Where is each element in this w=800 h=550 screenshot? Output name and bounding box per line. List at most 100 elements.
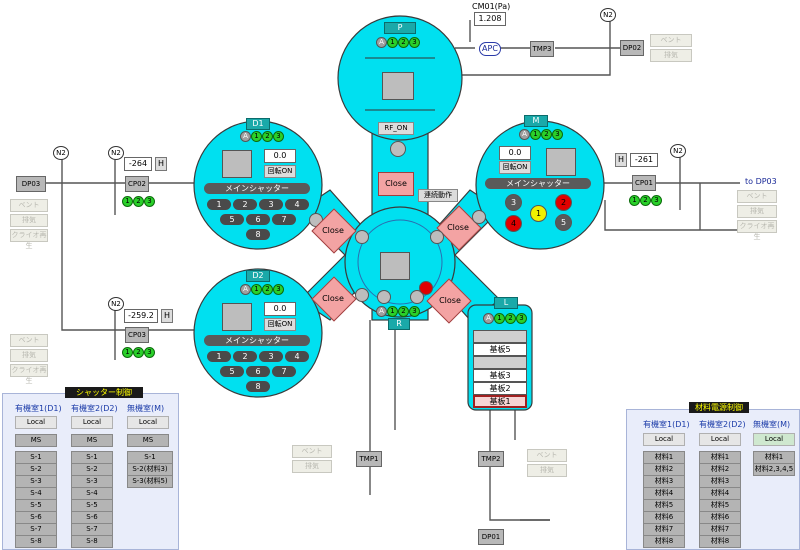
shutter-d2-s7[interactable]: S-7 bbox=[71, 523, 113, 536]
exhaust-button-p[interactable]: 排気 bbox=[650, 49, 692, 62]
indicator-3: 3 bbox=[409, 306, 420, 317]
tc-port-3 bbox=[355, 288, 369, 302]
shutter-d2-s1[interactable]: S-1 bbox=[71, 451, 113, 464]
load-slot-2[interactable]: 基板2 bbox=[473, 382, 527, 395]
m-main-shutter[interactable]: メインシャッター bbox=[485, 178, 591, 189]
power-d2-m8[interactable]: 材料8 bbox=[699, 535, 741, 548]
a-indicator: A bbox=[376, 37, 387, 48]
continuous-operation-button[interactable]: 連続動作 bbox=[418, 189, 458, 202]
d1-slot-6[interactable]: 6 bbox=[246, 214, 270, 225]
exhaust-button-m[interactable]: 排気 bbox=[737, 205, 777, 218]
power-d2-m7[interactable]: 材料7 bbox=[699, 523, 741, 536]
d2-slot-2[interactable]: 2 bbox=[233, 351, 257, 362]
power-local-m[interactable]: Local bbox=[753, 433, 795, 446]
shutter-col-d2: 有機室2(D2) bbox=[71, 404, 118, 413]
tc-port-4 bbox=[410, 290, 424, 304]
m-rate-value: 0.0 bbox=[499, 146, 531, 160]
cp01-temp: -261 bbox=[630, 153, 658, 167]
dp02-pump[interactable]: DP02 bbox=[620, 40, 644, 56]
vent-button-m[interactable]: ベント bbox=[737, 190, 777, 203]
load-slot-6[interactable] bbox=[473, 330, 527, 343]
vent-button-d1[interactable]: ベント bbox=[10, 199, 48, 212]
power-local-d1[interactable]: Local bbox=[643, 433, 685, 446]
d2-slot-7[interactable]: 7 bbox=[272, 366, 296, 377]
shutter-d1-s8[interactable]: S-8 bbox=[15, 535, 57, 548]
indicator-1: 1 bbox=[387, 37, 398, 48]
rf-on-button[interactable]: RF_ON bbox=[378, 122, 414, 135]
d1-rotation-button[interactable]: 回転ON bbox=[264, 165, 296, 178]
p-valve[interactable] bbox=[390, 141, 406, 157]
cp03-pump[interactable]: CP03 bbox=[125, 327, 149, 343]
vent-button-d2[interactable]: ベント bbox=[10, 334, 48, 347]
cryo-regen-button-d2[interactable]: クライオ再生 bbox=[10, 364, 48, 385]
shutter-ms-d1[interactable]: MS bbox=[15, 434, 57, 447]
load-slot-4[interactable] bbox=[473, 356, 527, 369]
close-label-d2: Close bbox=[322, 294, 344, 303]
m-source-5[interactable]: 5 bbox=[555, 214, 572, 231]
d1-slot-1[interactable]: 1 bbox=[207, 199, 231, 210]
vent-button-l[interactable]: ベント bbox=[527, 449, 567, 462]
power-d1-m8[interactable]: 材料8 bbox=[643, 535, 685, 548]
m-rotation-button[interactable]: 回転ON bbox=[499, 161, 531, 174]
power-m-m2345[interactable]: 材料2,3,4,5 bbox=[753, 463, 795, 476]
apc-valve[interactable]: APC bbox=[479, 42, 501, 56]
d2-slot-3[interactable]: 3 bbox=[259, 351, 283, 362]
d1-slot-4[interactable]: 4 bbox=[285, 199, 309, 210]
d1-slot-2[interactable]: 2 bbox=[233, 199, 257, 210]
shutter-m-s1[interactable]: S-1 bbox=[127, 451, 173, 464]
cp02-pump[interactable]: CP02 bbox=[125, 176, 149, 192]
exhaust-button-d2[interactable]: 排気 bbox=[10, 349, 48, 362]
shutter-col-d1: 有機室1(D1) bbox=[15, 404, 62, 413]
exhaust-button-d1[interactable]: 排気 bbox=[10, 214, 48, 227]
load-slot-5[interactable]: 基板5 bbox=[473, 343, 527, 356]
d1-slot-5[interactable]: 5 bbox=[220, 214, 244, 225]
power-col-d1: 有機室1(D1) bbox=[643, 420, 690, 429]
exhaust-button-l[interactable]: 排気 bbox=[527, 464, 567, 477]
cp02-indicator-2: 2 bbox=[133, 196, 144, 207]
tmp3-pump[interactable]: TMP3 bbox=[530, 41, 554, 57]
tc-port-5 bbox=[377, 290, 391, 304]
d1-substrate bbox=[222, 150, 252, 178]
d2-slot-5[interactable]: 5 bbox=[220, 366, 244, 377]
d2-slot-6[interactable]: 6 bbox=[246, 366, 270, 377]
vent-button-r[interactable]: ベント bbox=[292, 445, 332, 458]
load-slot-3[interactable]: 基板3 bbox=[473, 369, 527, 382]
dp03-pump[interactable]: DP03 bbox=[16, 176, 46, 192]
power-panel-title: 材料電源制御 bbox=[689, 402, 749, 413]
d2-slot-1[interactable]: 1 bbox=[207, 351, 231, 362]
exhaust-button-r[interactable]: 排気 bbox=[292, 460, 332, 473]
indicator-1: 1 bbox=[387, 306, 398, 317]
d2-rotation-button[interactable]: 回転ON bbox=[264, 318, 296, 331]
shutter-ms-m[interactable]: MS bbox=[127, 434, 169, 447]
shutter-local-m[interactable]: Local bbox=[127, 416, 169, 429]
m-source-2[interactable]: 2 bbox=[555, 194, 572, 211]
d1-slot-3[interactable]: 3 bbox=[259, 199, 283, 210]
cryo-regen-button-d1[interactable]: クライオ再生 bbox=[10, 229, 48, 250]
d1-main-shutter[interactable]: メインシャッター bbox=[204, 183, 310, 194]
m-source-1[interactable]: 1 bbox=[530, 205, 547, 222]
cp01-indicator-3: 3 bbox=[651, 195, 662, 206]
cp01-pump[interactable]: CP01 bbox=[632, 175, 656, 191]
shutter-local-d2[interactable]: Local bbox=[71, 416, 113, 429]
vent-button-p[interactable]: ベント bbox=[650, 34, 692, 47]
tmp2-pump[interactable]: TMP2 bbox=[478, 451, 504, 467]
shutter-local-d1[interactable]: Local bbox=[15, 416, 57, 429]
shutter-ms-d2[interactable]: MS bbox=[71, 434, 113, 447]
shutter-d2-s8[interactable]: S-8 bbox=[71, 535, 113, 548]
cp03-indicator-3: 3 bbox=[144, 347, 155, 358]
d2-main-shutter[interactable]: メインシャッター bbox=[204, 335, 310, 346]
d1-slot-8[interactable]: 8 bbox=[246, 229, 270, 240]
chamber-m-title: M bbox=[524, 115, 548, 127]
m-source-3[interactable]: 3 bbox=[505, 194, 522, 211]
d2-slot-8[interactable]: 8 bbox=[246, 381, 270, 392]
cryo-regen-button-m[interactable]: クライオ再生 bbox=[737, 220, 777, 241]
shutter-m-s3[interactable]: S-3(材料5) bbox=[127, 475, 173, 488]
close-button-p[interactable]: Close bbox=[378, 172, 414, 196]
load-slot-1[interactable]: 基板1 bbox=[473, 395, 527, 408]
d2-slot-4[interactable]: 4 bbox=[285, 351, 309, 362]
tmp1-pump[interactable]: TMP1 bbox=[356, 451, 382, 467]
power-local-d2[interactable]: Local bbox=[699, 433, 741, 446]
dp01-pump[interactable]: DP01 bbox=[478, 529, 504, 545]
d1-slot-7[interactable]: 7 bbox=[272, 214, 296, 225]
m-source-4[interactable]: 4 bbox=[505, 215, 522, 232]
